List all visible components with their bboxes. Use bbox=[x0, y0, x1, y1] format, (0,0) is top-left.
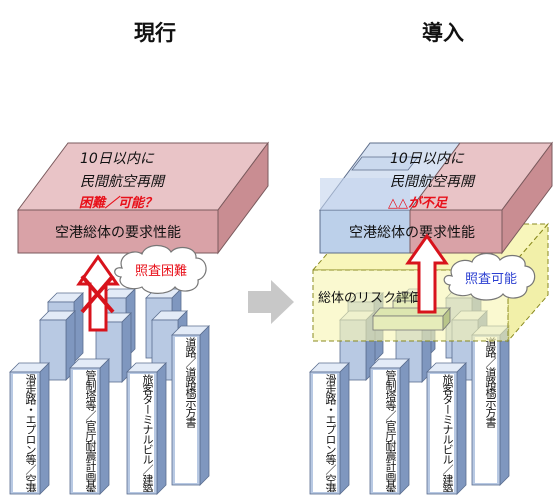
left-requirement-label: 空港総体の要求性能 bbox=[55, 225, 181, 241]
left-performance-box: 10日以内に 民間航空再開 困難／可能？ 空港総体の要求性能 bbox=[17, 141, 269, 255]
pillar-terminal: 旅客ターミナルビル／建築基準法 bbox=[426, 362, 467, 495]
right-verification-arrow bbox=[405, 233, 449, 314]
right-check-label: 照査可能 bbox=[465, 272, 517, 287]
cross-icon bbox=[80, 274, 115, 314]
left-goal-line2: 民間航空再開 bbox=[80, 174, 166, 190]
pillar-terminal-label: 旅客ターミナルビル／建築基準法 bbox=[130, 374, 154, 492]
pillar-road: 道路／道路橋示方書 bbox=[471, 325, 510, 486]
right-goal-line2: 民間航空再開 bbox=[390, 174, 476, 190]
right-goal-line1: 10日以内に bbox=[390, 151, 465, 167]
left-goal-line1: 10日以内に bbox=[80, 151, 155, 167]
pillar-road-label: 道路／道路橋示方書 bbox=[175, 337, 197, 483]
pillar-road: 道路／道路橋示方書 bbox=[171, 325, 210, 486]
pillar-airfield-label: 滑走路・エプロン等／空港土木設置基準 bbox=[13, 374, 37, 492]
pillar-control-tower-label: 管制塔等／官庁耐震計画基準 bbox=[373, 370, 397, 492]
pillar-terminal-label: 旅客ターミナルビル／建築基準法 bbox=[430, 374, 454, 492]
heading-introduction: 導入 bbox=[422, 21, 464, 45]
right-performance-box: 10日以内に 民間航空再開 △△が不足 空港総体の要求性能 bbox=[319, 141, 553, 255]
pillar-control-tower-label: 管制塔等／官庁耐震計画基準 bbox=[73, 370, 97, 492]
transition-arrow-icon bbox=[248, 280, 294, 324]
right-status-label: △△が不足 bbox=[388, 195, 449, 211]
right-check-cloud: 照査可能 bbox=[443, 252, 536, 301]
right-requirement-label: 空港総体の要求性能 bbox=[349, 225, 475, 241]
pillar-terminal: 旅客ターミナルビル／建築基準法 bbox=[126, 362, 167, 495]
pillar-airfield-label: 滑走路・エプロン等／空港土木設置基準 bbox=[313, 374, 337, 492]
pillar-airfield: 滑走路・エプロン等／空港土木設置基準 bbox=[309, 362, 350, 495]
pillar-control-tower: 管制塔等／官庁耐震計画基準 bbox=[369, 358, 410, 495]
left-status-label: 困難／可能？ bbox=[79, 195, 157, 211]
pillar-airfield: 滑走路・エプロン等／空港土木設置基準 bbox=[9, 362, 50, 495]
left-check-cloud: 照査困難 bbox=[114, 244, 207, 294]
pillar-road-label: 道路／道路橋示方書 bbox=[475, 337, 497, 483]
pillar-control-tower: 管制塔等／官庁耐震計画基準 bbox=[69, 358, 110, 495]
mid-pillar-1 bbox=[39, 310, 76, 381]
risk-evaluation-label: 総体のリスク評価 bbox=[318, 291, 422, 306]
heading-current: 現行 bbox=[134, 21, 176, 45]
left-check-label: 照査困難 bbox=[135, 264, 187, 279]
